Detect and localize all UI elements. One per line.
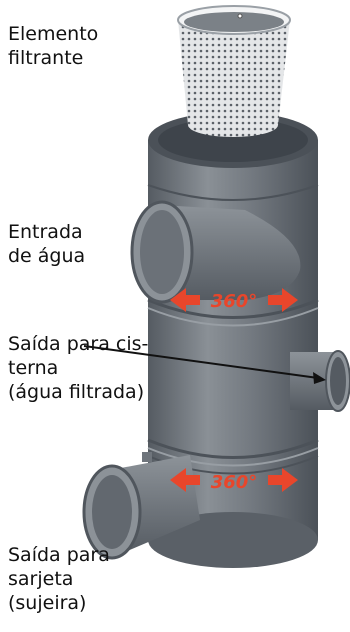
- lower-rotation-marker: 360°: [170, 468, 298, 493]
- gutter-outlet-label: Saída para sarjeta (sujeira): [8, 543, 110, 615]
- cistern-outlet-label-line: (água filtrada): [8, 381, 145, 403]
- cistern-leader: [83, 345, 326, 384]
- lower-rotation-label: 360°: [211, 472, 258, 493]
- water-inlet-label-line: Entrada: [8, 221, 83, 243]
- water-inlet-pipe: [130, 200, 301, 304]
- filter-element-label-line: filtrante: [8, 47, 84, 69]
- water-inlet-label-line: de água: [8, 245, 86, 267]
- filter-mesh-element: [177, 5, 291, 137]
- cistern-outlet-label-line: Saída para cis-: [8, 333, 149, 355]
- water-inlet-label: Entrada de água: [8, 220, 85, 268]
- filter-element-label-line: Elemento: [8, 23, 99, 45]
- gutter-outlet-label-line: sarjeta: [8, 568, 74, 590]
- gutter-outlet-label-line: Saída para: [8, 544, 110, 566]
- gutter-outlet-label-line: (sujeira): [8, 592, 87, 614]
- filter-element-label: Elemento filtrante: [8, 22, 98, 70]
- upper-rotation-label: 360°: [211, 291, 258, 312]
- cistern-outlet-label: Saída para cis- terna (água filtrada): [8, 332, 148, 404]
- cistern-outlet-label-line: terna: [8, 357, 59, 379]
- upper-rotation-marker: 360°: [170, 288, 298, 312]
